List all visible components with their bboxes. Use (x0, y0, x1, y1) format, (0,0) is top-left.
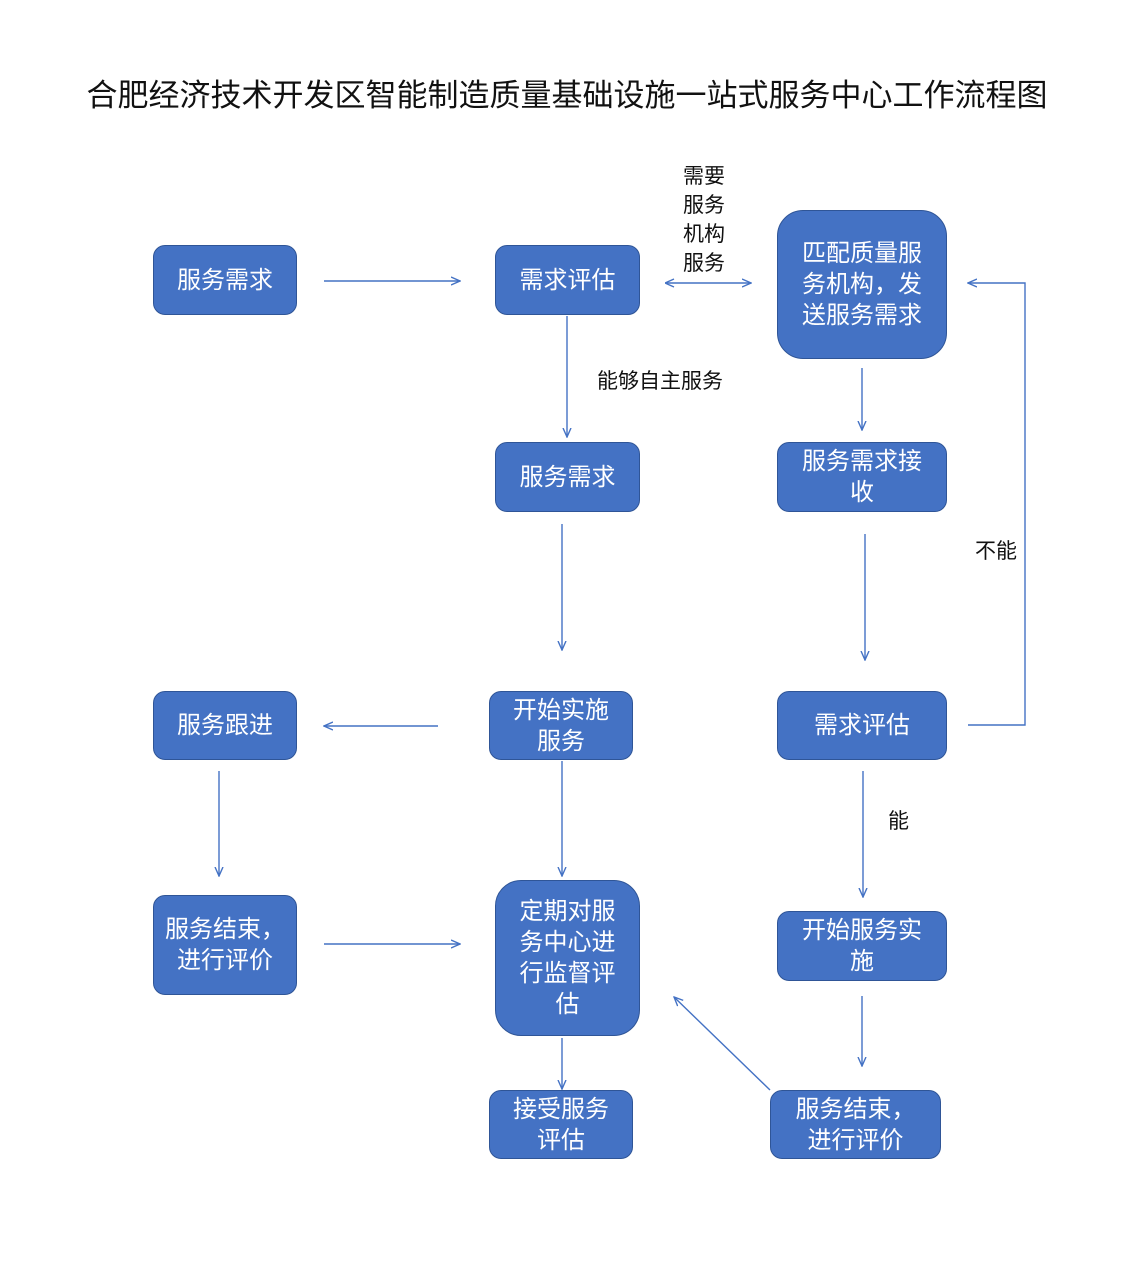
node-start-implement: 开始实施服务 (489, 691, 633, 760)
label-cannot: 不能 (975, 539, 1017, 563)
diagram-title: 合肥经济技术开发区智能制造质量基础设施一站式服务中心工作流程图 (86, 78, 1048, 114)
label-need-agency: 需要 服务 机构 服务 (683, 164, 725, 275)
node-supervise-evaluate: 定期对服务中心进行监督评估 (495, 880, 640, 1036)
label-can: 能 (888, 809, 909, 833)
arrow-end-right-to-supervise (674, 997, 771, 1091)
label-self-service: 能够自主服务 (597, 369, 723, 393)
node-demand-receive: 服务需求接收 (777, 442, 947, 512)
node-service-demand-center: 服务需求 (495, 442, 640, 512)
arrow-cannot-loop (968, 283, 1026, 726)
node-service-end-left: 服务结束，进行评价 (153, 895, 297, 995)
node-service-followup: 服务跟进 (153, 691, 297, 760)
node-demand-evaluation-top: 需求评估 (495, 245, 640, 315)
node-service-demand-left: 服务需求 (153, 245, 297, 315)
node-demand-evaluation-right: 需求评估 (777, 691, 947, 760)
node-service-end-right: 服务结束，进行评价 (770, 1090, 941, 1159)
node-accept-evaluation: 接受服务评估 (489, 1090, 633, 1159)
node-start-service-implement: 开始服务实施 (777, 911, 947, 981)
node-match-agency: 匹配质量服务机构，发送服务需求 (777, 210, 947, 359)
